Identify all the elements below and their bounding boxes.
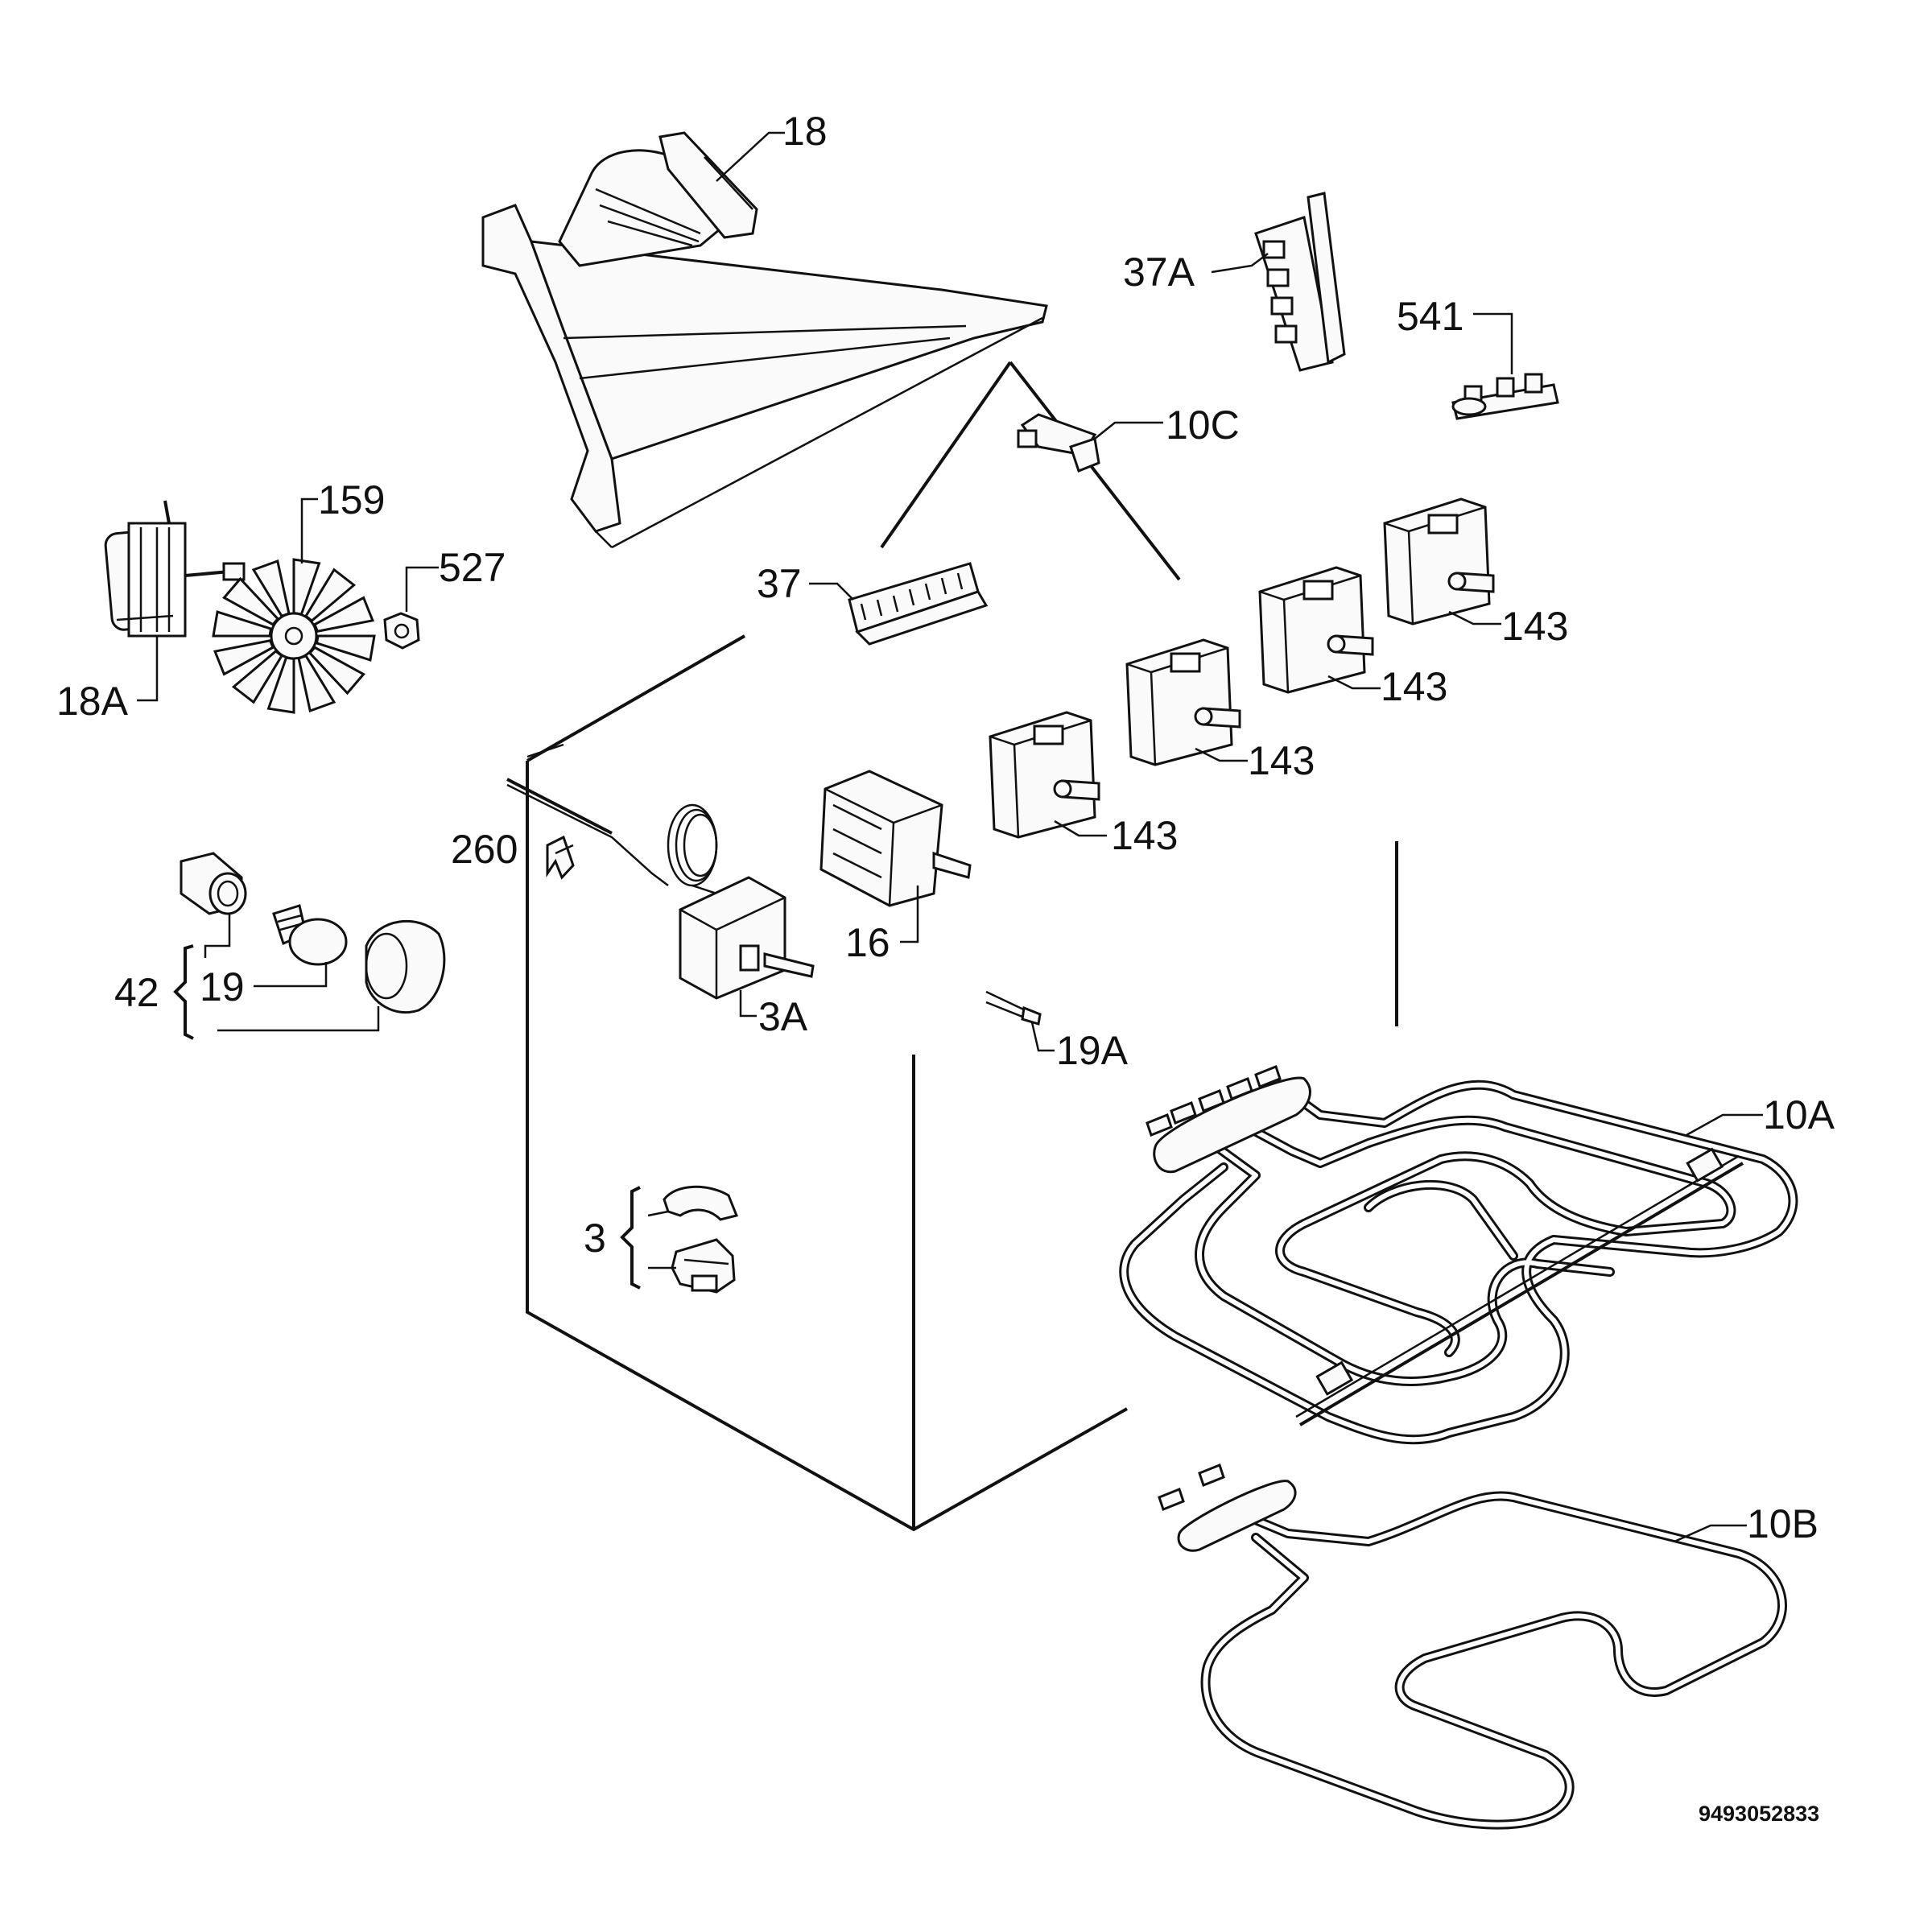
terminal-block-vertical-part <box>1254 192 1346 372</box>
document-number: 9493052833 <box>1699 1802 1819 1826</box>
callout-18a: 18A <box>56 679 129 724</box>
callout-line-10c <box>1094 421 1163 440</box>
callout-3a: 3A <box>758 994 808 1039</box>
callout-line-143-3 <box>1327 675 1381 690</box>
top-heater-part <box>1119 1065 1798 1445</box>
fan-vane <box>212 610 273 638</box>
callout-line-527 <box>405 566 439 612</box>
lamp-cover-part <box>365 919 446 1014</box>
callout-line-lamp-holder <box>204 914 231 958</box>
callout-159: 159 <box>318 477 385 522</box>
callout-line-37 <box>809 582 854 601</box>
energy-regulator-3-part <box>1258 566 1374 694</box>
callout-260: 260 <box>451 827 518 872</box>
lamp-holder-part <box>180 852 247 915</box>
terminal-block-part <box>848 562 989 646</box>
callout-line-10a <box>1686 1113 1763 1137</box>
callout-line-19 <box>254 962 328 988</box>
callout-10b: 10B <box>1747 1501 1818 1546</box>
callout-37a: 37A <box>1123 250 1195 295</box>
fan-housing-part <box>481 131 1048 549</box>
callout-line-18 <box>716 131 785 182</box>
lamp-group-brace <box>173 944 194 1040</box>
callout-143-3: 143 <box>1381 664 1447 709</box>
fan-blade-part <box>212 558 376 714</box>
callout-16: 16 <box>845 920 890 965</box>
callout-541: 541 <box>1397 294 1463 339</box>
energy-regulator-2-part <box>1125 638 1241 766</box>
callout-10a: 10A <box>1763 1092 1835 1137</box>
selector-switch-part <box>819 770 972 907</box>
callout-line-3a-upper <box>647 1210 669 1217</box>
fan-vane <box>213 639 275 676</box>
fan-vane <box>313 596 375 633</box>
fan-vane <box>315 634 376 662</box>
callout-19: 19 <box>200 964 245 1009</box>
callout-18: 18 <box>782 109 828 154</box>
clip-10c-part <box>1017 413 1100 473</box>
callout-line-541 <box>1473 312 1513 374</box>
energy-regulator-4-part <box>1383 497 1495 625</box>
oven-cabinet-outline <box>526 361 1398 1532</box>
clip-group-brace <box>620 1186 641 1290</box>
callout-line-16 <box>900 886 919 943</box>
callout-19a: 19A <box>1056 1028 1129 1073</box>
lamp-bulb-part <box>272 904 348 966</box>
callout-line-3a <box>739 990 757 1018</box>
callout-42: 42 <box>114 970 159 1015</box>
callout-line-lamp-cover <box>217 1006 380 1032</box>
nut-part <box>383 612 420 650</box>
thermostat-part <box>506 778 815 1000</box>
callout-line-143-2 <box>1195 747 1248 762</box>
bottom-heater-part <box>1158 1463 1787 1830</box>
callout-line-143-4 <box>1448 610 1501 625</box>
clip-upper-part <box>663 1185 739 1221</box>
energy-regulator-1-part <box>989 711 1100 839</box>
sensor-clip-part <box>546 835 575 880</box>
callout-line-159 <box>300 497 318 564</box>
callout-10c: 10C <box>1166 402 1240 448</box>
callout-line-37a <box>1211 253 1269 274</box>
callout-143-2: 143 <box>1248 738 1315 783</box>
callout-143-4: 143 <box>1501 604 1568 649</box>
callout-line-10b <box>1674 1524 1747 1543</box>
callout-3: 3 <box>584 1216 606 1261</box>
connector-541-part <box>1451 373 1559 420</box>
callout-143-1: 143 <box>1111 813 1178 858</box>
clip-lower-part <box>671 1238 736 1294</box>
callout-line-18a <box>137 636 159 702</box>
callout-527: 527 <box>439 545 506 590</box>
callout-line-143-1 <box>1054 819 1107 837</box>
terminal-19a-part <box>985 990 1042 1026</box>
callout-line-19a <box>1030 1022 1055 1052</box>
callout-37: 37 <box>757 561 802 606</box>
